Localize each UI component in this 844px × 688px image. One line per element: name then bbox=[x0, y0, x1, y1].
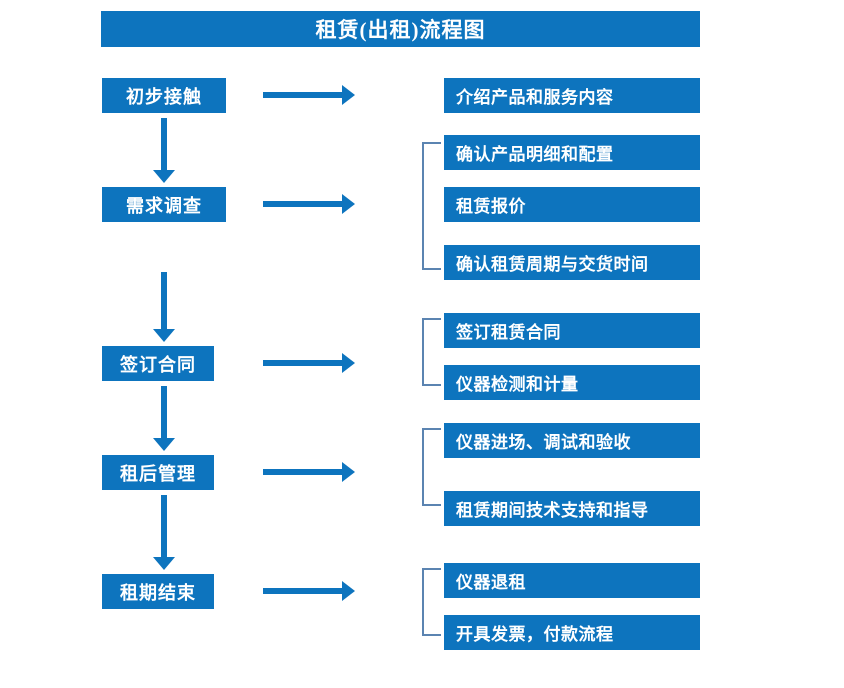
stage-box-sign-contract[interactable]: 签订合同 bbox=[102, 346, 214, 381]
horizontal-arrow-row-4 bbox=[263, 462, 355, 482]
vertical-arrow-contact-to-survey bbox=[153, 118, 175, 183]
stage-box-rental-end[interactable]: 租期结束 bbox=[102, 574, 214, 609]
vertical-arrow-contract-to-management bbox=[153, 386, 175, 451]
stage-box-initial-contact[interactable]: 初步接触 bbox=[102, 78, 226, 113]
horizontal-arrow-row-5 bbox=[263, 581, 355, 601]
detail-box-instrument-inspection[interactable]: 仪器检测和计量 bbox=[444, 365, 700, 400]
horizontal-arrow-row-3 bbox=[263, 353, 355, 373]
vertical-arrow-management-to-end bbox=[153, 495, 175, 570]
page-title: 租赁(出租)流程图 bbox=[101, 11, 700, 47]
bracket-group-5 bbox=[422, 568, 441, 636]
detail-box-instrument-return[interactable]: 仪器退租 bbox=[444, 563, 700, 598]
stage-box-post-rental-management[interactable]: 租后管理 bbox=[102, 455, 214, 490]
detail-box-introduce-products[interactable]: 介绍产品和服务内容 bbox=[444, 78, 700, 113]
bracket-group-2 bbox=[422, 142, 441, 270]
stage-box-needs-survey[interactable]: 需求调查 bbox=[102, 187, 226, 222]
horizontal-arrow-row-1 bbox=[263, 85, 355, 105]
detail-box-confirm-rental-period[interactable]: 确认租赁周期与交货时间 bbox=[444, 245, 700, 280]
detail-box-rental-quote[interactable]: 租赁报价 bbox=[444, 187, 700, 222]
vertical-arrow-survey-to-contract bbox=[153, 272, 175, 342]
horizontal-arrow-row-2 bbox=[263, 194, 355, 214]
bracket-group-4 bbox=[422, 428, 441, 506]
detail-box-technical-support[interactable]: 租赁期间技术支持和指导 bbox=[444, 491, 700, 526]
detail-box-instrument-onsite-commissioning[interactable]: 仪器进场、调试和验收 bbox=[444, 423, 700, 458]
detail-box-confirm-product-spec[interactable]: 确认产品明细和配置 bbox=[444, 135, 700, 170]
bracket-group-3 bbox=[422, 318, 441, 386]
detail-box-invoice-payment[interactable]: 开具发票，付款流程 bbox=[444, 615, 700, 650]
detail-box-sign-rental-contract[interactable]: 签订租赁合同 bbox=[444, 313, 700, 348]
